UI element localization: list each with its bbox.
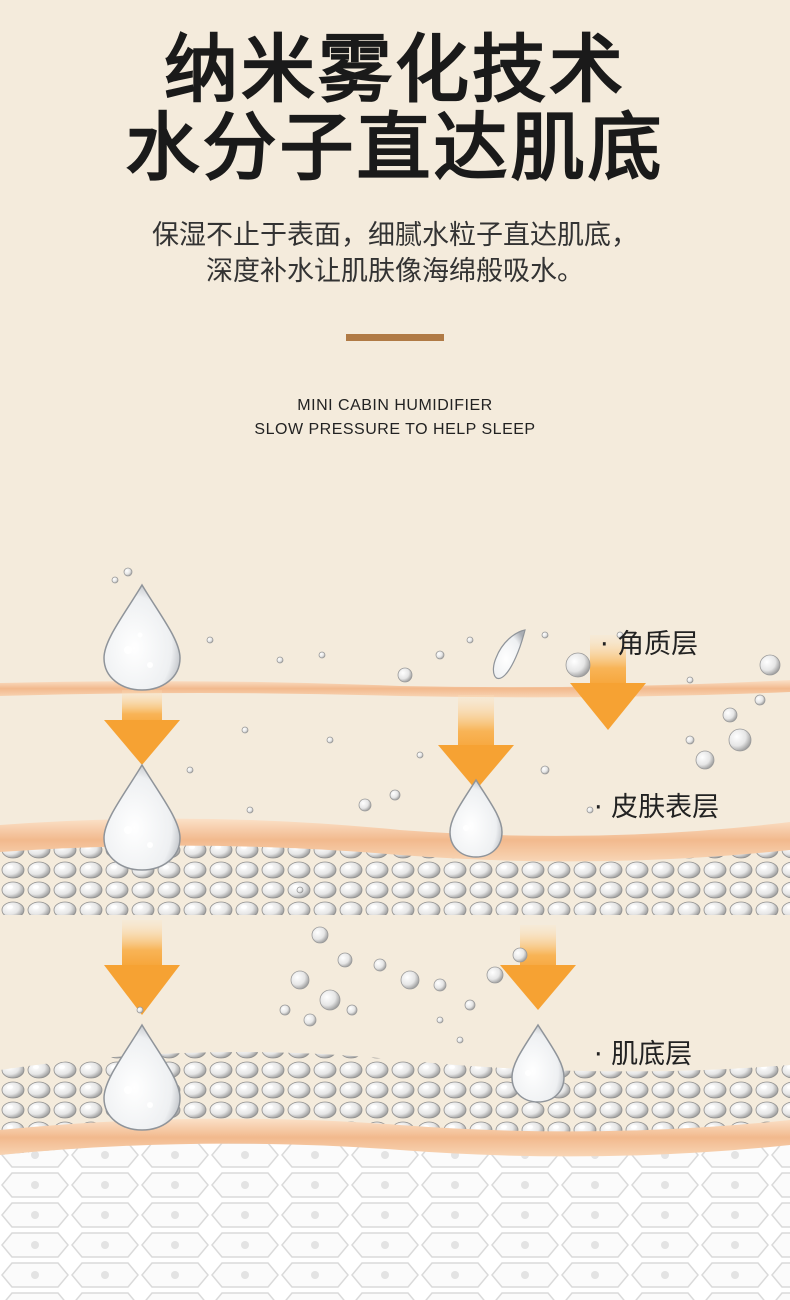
basal-band bbox=[0, 1118, 790, 1157]
bubble-particles bbox=[111, 567, 781, 1044]
layer-label-basal: · 肌底层 bbox=[594, 1039, 693, 1070]
headline-line-2: 水分子直达肌底 bbox=[125, 105, 665, 191]
water-drop-icon bbox=[103, 1023, 181, 1131]
layer-label-epidermis: · 皮肤表层 bbox=[594, 792, 720, 823]
english-line-2: SLOW PRESSURE TO HELP SLEEP bbox=[254, 421, 536, 438]
water-drop-icon bbox=[492, 629, 526, 680]
arrow-down-icon bbox=[570, 635, 646, 730]
layer-label-stratum-corneum: · 角质层 bbox=[600, 629, 699, 660]
arrow-down-icon bbox=[438, 695, 514, 790]
accent-divider bbox=[346, 334, 444, 341]
epidermis-band bbox=[0, 818, 790, 862]
subtitle-line-1: 保湿不止于表面，细腻水粒子直达肌底， bbox=[152, 220, 638, 251]
dermis-cells bbox=[0, 1130, 790, 1300]
water-drop-icon bbox=[511, 1023, 565, 1103]
arrow-down-icon bbox=[104, 690, 180, 765]
english-line-1: MINI CABIN HUMIDIFIER bbox=[297, 397, 493, 414]
skin-layers-illustration bbox=[0, 567, 790, 1300]
arrow-down-icon bbox=[500, 925, 576, 1010]
water-drop-icon bbox=[449, 778, 503, 858]
water-drop-icon bbox=[103, 763, 181, 871]
subtitle-line-2: 深度补水让肌肤像海绵般吸水。 bbox=[206, 256, 584, 287]
arrow-down-icon bbox=[104, 920, 180, 1015]
headline-line-1: 纳米雾化技术 bbox=[164, 27, 626, 113]
water-drop-icon bbox=[103, 583, 181, 691]
